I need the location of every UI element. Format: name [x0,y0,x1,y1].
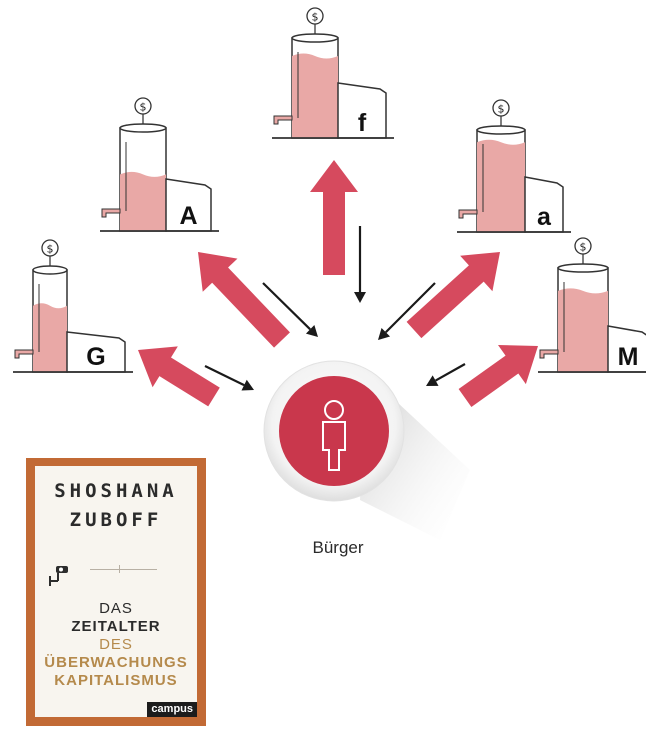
tank-level [477,139,525,232]
flow-arrow-out [310,160,358,275]
book-title-line-2: ZEITALTER [71,618,161,635]
company-tank: $a [457,99,571,233]
tank-lid [32,265,68,275]
tank-building [165,178,212,232]
company-letter: G [86,343,105,371]
flow-arrow-out [406,252,500,339]
camera-icon [49,566,68,586]
book-title-line-5: KAPITALISMUS [54,672,178,689]
book-divider-tick [119,565,120,573]
coin-symbol: $ [580,241,587,254]
tank-tap [458,209,478,219]
tank-level [558,288,608,372]
coin-symbol: $ [47,243,54,256]
flow-arrow-out [458,345,538,407]
company-tank: $f [272,7,394,139]
tank-building [524,176,564,233]
book-author-last: ZUBOFF [69,509,163,531]
company-tank: $A [100,97,219,232]
dollar-coin-icon: $ [492,99,510,117]
flow-arrow-in [204,365,254,391]
company-letter: M [618,343,639,371]
publisher-logo: campus [147,702,197,717]
flow-arrow-in [262,282,318,337]
book-title-line-3: DES [99,636,133,653]
coin-symbol: $ [140,101,147,114]
coin-symbol: $ [498,103,505,116]
book-cover-inner: SHOSHANA ZUBOFF DAS ZEITALTER DES ÜBERWA… [35,466,197,717]
book-title-line-1: DAS [99,600,133,617]
tank-lid [291,33,339,43]
tank-lid [119,123,167,133]
tank-building [607,325,646,373]
tank-building [66,331,126,373]
tank-level [292,53,338,138]
tank-building [337,82,387,139]
book-author-first: SHOSHANA [54,480,178,502]
company-tank: $M [538,237,646,373]
citizen-red-button [279,376,389,486]
citizen-node [263,360,470,540]
company-letter: a [537,203,552,231]
tank-tap [14,349,34,359]
citizen-label: Bürger [312,538,363,557]
tank-tap [101,208,121,218]
tank-level [120,171,166,231]
coin-symbol: $ [312,11,319,24]
flow-arrow-out [198,252,290,348]
tank-lid [476,125,526,135]
tank-tap [273,115,293,125]
tank-lid [557,263,609,273]
dollar-coin-icon: $ [41,239,59,257]
book-cover: SHOSHANA ZUBOFF DAS ZEITALTER DES ÜBERWA… [26,458,206,726]
tank-level [33,303,67,372]
dollar-coin-icon: $ [134,97,152,115]
company-letter: f [358,109,367,137]
tank-tap [539,349,559,359]
company-letter: A [179,202,197,230]
flow-arrow-in [426,363,466,386]
flow-arrow-out [138,346,220,407]
book-divider [90,569,157,570]
company-tank: $G [13,239,133,373]
person-icon [322,400,346,471]
book-title-line-4: ÜBERWACHUNGS [44,654,188,671]
flow-arrow-in [354,226,366,303]
dollar-coin-icon: $ [306,7,324,25]
dollar-coin-icon: $ [574,237,592,255]
flow-arrow-in [378,282,436,340]
data-flow-arrows [138,160,538,407]
company-tanks: $G$A$f$a$M [13,7,646,373]
